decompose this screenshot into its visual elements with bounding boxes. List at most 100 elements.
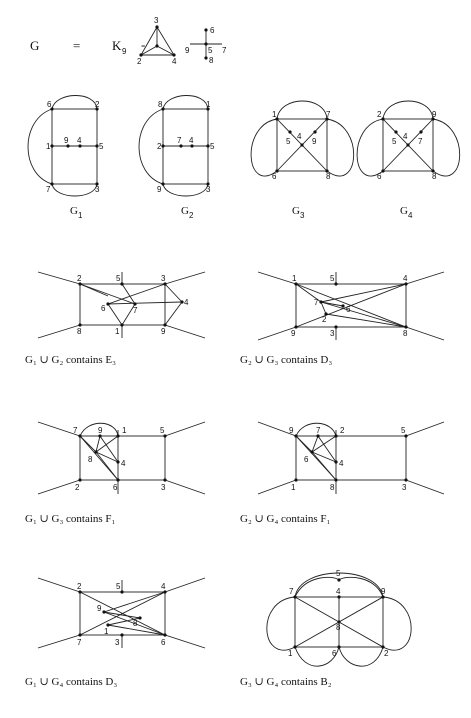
node-label: 4 — [172, 57, 177, 66]
node-label: 5 — [286, 137, 291, 146]
node-label: 6 — [47, 100, 52, 109]
node-label: 4 — [336, 587, 341, 596]
node-label: 8 — [326, 172, 331, 181]
node-label: 7 — [77, 638, 82, 647]
node-label: 4 — [403, 274, 408, 283]
node-label: 1 — [104, 627, 109, 636]
node-label: 2 — [377, 110, 382, 119]
node-label: 2 — [340, 426, 345, 435]
subgraph-title: G — [400, 205, 408, 217]
subgraph-g2: 8 1 2 7 4 5 9 3 G 2 — [138, 95, 215, 220]
node-label: 7 — [46, 185, 51, 194]
node-label: 9 — [97, 604, 102, 613]
complete-graph-subscript: 9 — [122, 47, 127, 56]
union-g1-g2: 2 5 3 6 7 4 8 1 9 G₁ ∪ G₂ contains E₃ — [25, 271, 206, 366]
node-label: 7 — [289, 587, 294, 596]
subgraph-title: G — [292, 205, 300, 217]
node-label: 5 — [392, 137, 397, 146]
node-label: 1 — [206, 100, 211, 109]
node-label: 9 — [381, 587, 386, 596]
union-g1-g3: 7 9 1 5 8 4 2 6 3 G₁ ∪ G₃ contains F₁ — [25, 421, 206, 525]
subgraph-subscript: 1 — [78, 211, 83, 220]
node-label: 7 — [177, 136, 182, 145]
node-label: 5 — [160, 426, 165, 435]
node-label: 6 — [304, 455, 309, 464]
node-label: 2 — [157, 142, 162, 151]
node-label: 9 — [312, 137, 317, 146]
subgraph-g3: 1 7 5 4 9 6 8 G 3 — [250, 100, 355, 220]
node-label: 7 — [418, 137, 423, 146]
union-caption: G₃ ∪ G₄ contains B₂ — [240, 676, 332, 688]
node-label: 8 — [77, 327, 82, 336]
subgraph-subscript: 3 — [300, 211, 305, 220]
node-label: 9 — [157, 185, 162, 194]
node-label: 8 — [133, 619, 138, 628]
node-label: 9 — [291, 329, 296, 338]
union-g2-g3: 1 5 4 7 6 2 9 3 8 G₂ ∪ G₃ contains D₃ — [240, 271, 445, 366]
subgraph-title: G — [70, 205, 78, 217]
equals-sign: = — [73, 38, 80, 53]
header-equation: G = K 9 - — [30, 37, 145, 56]
node-label: 9 — [289, 426, 294, 435]
node-label: 5 — [116, 582, 121, 591]
node-label: 1 — [291, 483, 296, 492]
node-label: 1 — [46, 142, 51, 151]
subgraph-subscript: 4 — [408, 211, 413, 220]
union-caption: G₁ ∪ G₃ contains F₁ — [25, 513, 116, 525]
node-label: 8 — [88, 455, 93, 464]
graph-symbol-g: G — [30, 38, 39, 53]
node-label: 4 — [161, 582, 166, 591]
union-g3-g4: 5 7 4 9 8 1 6 2 G₃ ∪ G₄ contains B₂ — [240, 569, 412, 688]
minus-sign: - — [141, 37, 145, 52]
node-label: 3 — [206, 185, 211, 194]
node-label: 3 — [330, 329, 335, 338]
node-label: 7 — [326, 110, 331, 119]
node-label: 1 — [288, 649, 293, 658]
node-label: 3 — [161, 483, 166, 492]
subgraph-title: G — [181, 205, 189, 217]
node-label: 5 — [208, 46, 213, 55]
node-label: 3 — [154, 16, 159, 25]
subgraph-g1: 6 2 1 9 4 5 7 3 G 1 — [27, 95, 104, 220]
node-label: 6 — [210, 26, 215, 35]
node-label: 7 — [73, 426, 78, 435]
node-label: 2 — [137, 57, 142, 66]
node-label: 2 — [95, 100, 100, 109]
node-label: 2 — [384, 649, 389, 658]
node-label: 8 — [403, 329, 408, 338]
node-label: 5 — [99, 142, 104, 151]
node-label: 8 — [330, 483, 335, 492]
union-caption: G₁ ∪ G₄ contains D₃ — [25, 676, 117, 688]
node-label: 2 — [77, 582, 82, 591]
node-label: 4 — [189, 136, 194, 145]
removed-cross-graph: 6 9 5 7 8 — [185, 26, 227, 65]
node-label: 4 — [403, 132, 408, 141]
union-caption: G₂ ∪ G₄ contains F₁ — [240, 513, 331, 525]
union-caption: G₁ ∪ G₂ contains E₃ — [25, 354, 116, 366]
subgraph-subscript: 2 — [189, 211, 194, 220]
node-label: 3 — [95, 185, 100, 194]
node-label: 1 — [115, 327, 120, 336]
union-g2-g4: 9 7 2 5 6 4 1 8 3 G₂ ∪ G₄ contains F₁ — [240, 421, 445, 525]
node-label: 1 — [292, 274, 297, 283]
node-label: 3 — [161, 274, 166, 283]
node-label: 1 — [272, 110, 277, 119]
union-g1-g4: 2 5 4 9 8 1 7 3 6 G₁ ∪ G₄ contains D₃ — [25, 577, 206, 688]
node-label: 9 — [64, 136, 69, 145]
node-label: 8 — [158, 100, 163, 109]
node-label: 5 — [330, 274, 335, 283]
subgraph-g4: 2 9 5 4 7 6 8 G 4 — [356, 100, 461, 220]
node-label: 4 — [184, 298, 189, 307]
node-label: 8 — [336, 623, 341, 632]
node-label: 4 — [77, 136, 82, 145]
node-label: 5 — [336, 569, 341, 578]
node-label: 6 — [346, 305, 351, 314]
node-label: 5 — [210, 142, 215, 151]
node-label: 9 — [432, 110, 437, 119]
node-label: 7 — [316, 426, 321, 435]
node-label: 7 — [314, 298, 319, 307]
node-label: 3 — [402, 483, 407, 492]
removed-triangle-graph: 3 2 4 — [137, 16, 177, 66]
node-label: 9 — [185, 46, 190, 55]
